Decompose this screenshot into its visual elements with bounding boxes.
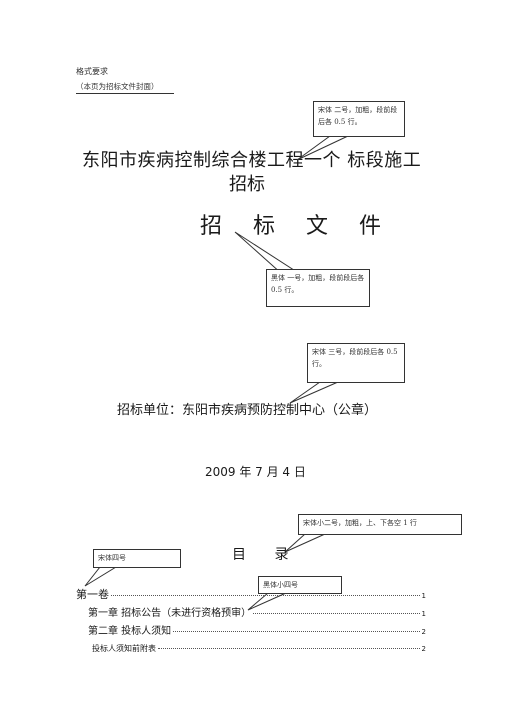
annotation-volume-format: 宋体四号: [93, 549, 181, 568]
issue-date: 2009 年 7 月 4 日: [205, 465, 306, 479]
project-title-line1: 东阳市疾病控制综合楼工程一个 标段施工: [82, 150, 422, 171]
format-heading: 格式要求: [76, 67, 108, 76]
callout-pointer-5: [84, 566, 118, 587]
annotation-owner-format: 宋体 三号，段前段后各 0.5 行。: [307, 343, 405, 383]
toc-page-number: 1: [421, 610, 426, 618]
toc-page-number: 1: [421, 592, 426, 600]
format-note: （本页为招标文件封面）: [76, 81, 174, 94]
toc-leader: [158, 648, 420, 649]
callout-pointer-3: [289, 381, 339, 404]
callout-pointer-1: [296, 135, 349, 161]
toc-entry[interactable]: 第一卷 1: [76, 586, 426, 602]
document-title: 招 标 文 件: [200, 214, 393, 239]
toc-page-number: 2: [421, 628, 426, 636]
toc-entry-label: 第一章 招标公告（未进行资格预审）: [88, 608, 252, 619]
toc-entry[interactable]: 第一章 招标公告（未进行资格预审） 1: [88, 604, 426, 619]
toc-page-number: 2: [421, 645, 426, 653]
annotation-toc-title-format: 宋体小二号，加粗，上、下各空 1 行: [298, 514, 462, 535]
annotation-title-format: 宋体 二号，加粗，段前段后各 0.5 行。: [313, 101, 405, 137]
annotation-chapter-format: 黑体小四号: [258, 576, 342, 594]
callout-pointer-2: [234, 231, 302, 275]
toc-title: 目 录: [232, 547, 301, 563]
toc-entry-label: 第一卷: [76, 588, 109, 601]
toc-leader: [253, 613, 420, 614]
toc-entry-label: 投标人须知前附表: [92, 644, 156, 653]
toc-entry-label: 第二章 投标人须知: [88, 626, 172, 637]
project-title-line2: 招标: [229, 174, 265, 195]
toc-leader: [111, 595, 420, 596]
tendering-unit: 招标单位：东阳市疾病预防控制中心（公章）: [117, 403, 378, 418]
toc-entry[interactable]: 第二章 投标人须知 2: [88, 622, 426, 637]
toc-entry[interactable]: 投标人须知前附表 2: [92, 643, 426, 654]
toc-leader: [173, 631, 420, 632]
annotation-doc-title-format: 黑体 一号，加粗，段前段后各 0.5 行。: [266, 269, 370, 307]
